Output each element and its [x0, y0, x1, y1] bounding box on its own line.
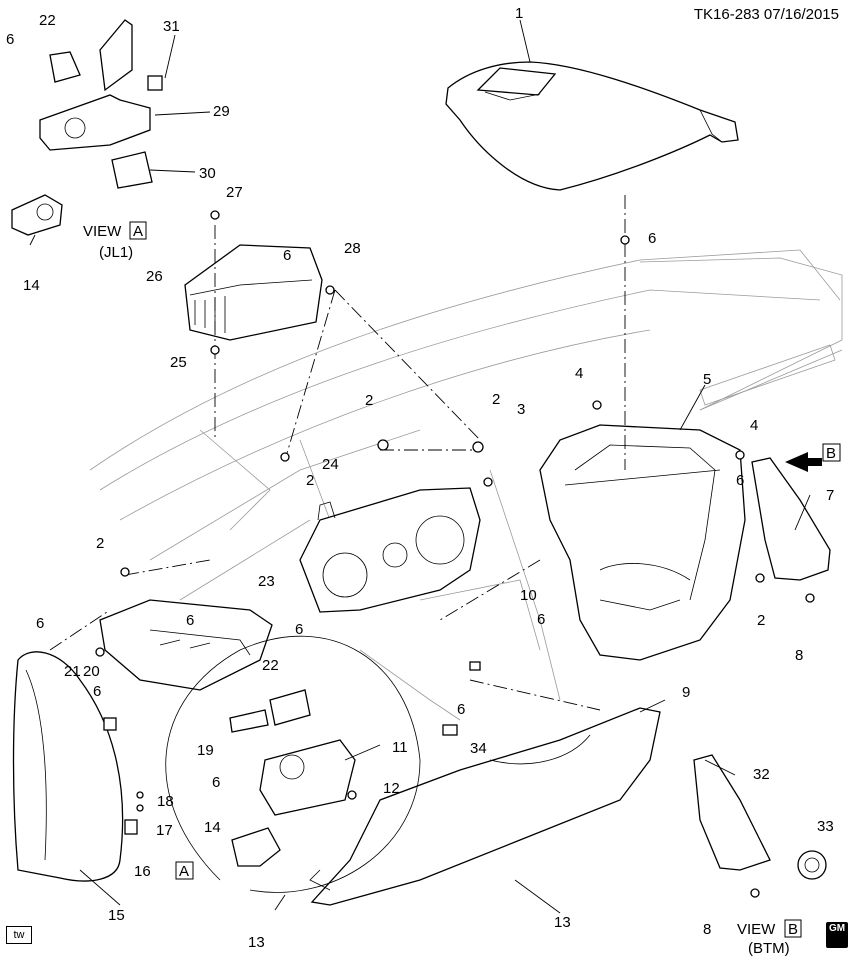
callout: 8	[703, 921, 711, 938]
diagram-code: TK16-283 07/16/2015	[693, 6, 839, 23]
callout: 30	[199, 165, 216, 182]
callout: 32	[753, 766, 770, 783]
callout: 8	[795, 647, 803, 664]
view-a-marker: A	[175, 861, 194, 880]
callout: 31	[163, 18, 180, 35]
callout: 22	[39, 12, 56, 29]
callout: 7	[826, 487, 834, 504]
brand-logo: GM	[826, 922, 848, 948]
callout: 3	[517, 401, 525, 418]
callout: 11	[392, 739, 408, 756]
callout: 12	[383, 780, 400, 797]
callout: 6	[457, 701, 465, 718]
callout: 24	[322, 456, 339, 473]
callout-labels: 1 2 2 2 2 2 3 4 4 5 6 6 6 6 6 6 6 6 6 6 …	[6, 5, 834, 951]
callout: 4	[750, 417, 758, 434]
callout: 5	[703, 371, 711, 388]
callout: 22	[262, 657, 279, 674]
callout: 2	[306, 472, 314, 489]
view-b-marker: B	[785, 443, 841, 472]
callout: 34	[470, 740, 487, 757]
callout: 2	[96, 535, 104, 552]
view-a-letter: A	[133, 223, 143, 240]
callout: 16	[134, 863, 151, 880]
callout: 6	[283, 247, 291, 264]
callout: 33	[817, 818, 834, 835]
callout: 6	[186, 612, 194, 629]
callout: 4	[575, 365, 583, 382]
view-a-marker-letter: A	[179, 863, 189, 880]
callout: 6	[6, 31, 14, 48]
center-control-panel	[99, 599, 273, 691]
view-b-letter: B	[788, 921, 798, 938]
view-a-sub: (JL1)	[99, 244, 133, 261]
callout: 13	[248, 934, 265, 951]
callout: 13	[554, 914, 571, 931]
instrument-cluster	[299, 487, 481, 613]
inset-detail-circle	[165, 635, 421, 893]
callout: 2	[492, 391, 500, 408]
callout: 6	[212, 774, 220, 791]
callout: 28	[344, 240, 361, 257]
view-b-label: VIEW B (BTM)	[737, 919, 802, 957]
view-a-title: VIEW	[83, 223, 122, 240]
callout: 26	[146, 268, 163, 285]
right-side-trim	[693, 457, 831, 880]
callout: 14	[23, 277, 40, 294]
cluster-hood-bezel	[539, 424, 746, 661]
callout: 20	[83, 663, 100, 680]
leader-lines	[29, 19, 811, 914]
callout: 18	[157, 793, 174, 810]
callout: 2	[757, 612, 765, 629]
view-b-title: VIEW	[737, 921, 776, 938]
callout: 21	[64, 663, 81, 680]
upper-trim-cover	[445, 61, 739, 191]
lower-knee-trim-panel	[309, 707, 661, 906]
callout: 29	[213, 103, 230, 120]
callout: 6	[36, 615, 44, 632]
control-module-jl1	[184, 244, 323, 341]
callout: 6	[537, 611, 545, 628]
callout: 19	[197, 742, 214, 759]
callout: 2	[365, 392, 373, 409]
callout: 9	[682, 684, 690, 701]
callout: 15	[108, 907, 125, 924]
callout: 23	[258, 573, 275, 590]
callout: 6	[93, 683, 101, 700]
callout: 14	[204, 819, 221, 836]
callout: 17	[156, 822, 173, 839]
view-a-label: VIEW A (JL1)	[83, 221, 147, 261]
upper-left-assembly	[11, 19, 163, 236]
view-b-marker-letter: B	[826, 445, 836, 462]
callout: 6	[736, 472, 744, 489]
callout: 10	[520, 587, 537, 604]
view-b-sub: (BTM)	[748, 940, 790, 957]
callout: 6	[648, 230, 656, 247]
corner-tag: tw	[6, 926, 32, 944]
callout: 1	[515, 5, 523, 22]
left-end-panel	[12, 651, 124, 882]
callout: 25	[170, 354, 187, 371]
fasteners	[95, 210, 815, 898]
callout: 27	[226, 184, 243, 201]
callout: 6	[295, 621, 303, 638]
